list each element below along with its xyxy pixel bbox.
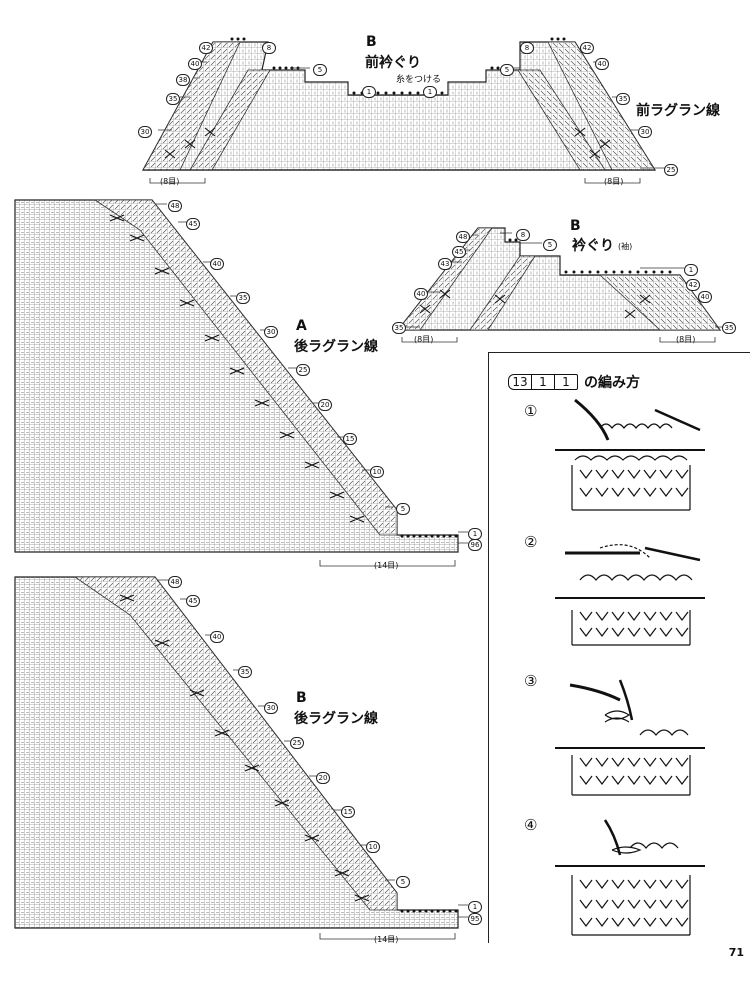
row-bubble: 48: [456, 231, 470, 243]
row-bubble: 40: [210, 631, 224, 643]
width-top-left: (8目): [160, 177, 180, 186]
page-number: 71: [728, 946, 744, 959]
step-1-number: ①: [524, 402, 538, 420]
row-bubble: 40: [188, 58, 202, 70]
instruction-panel: [488, 352, 750, 943]
row-bubble: 10: [366, 841, 380, 853]
row-bubble: 1: [468, 528, 482, 540]
row-bubble: 5: [543, 239, 557, 251]
width-mid-right: (8目): [676, 335, 696, 344]
row-bubble: 35: [238, 666, 252, 678]
row-bubble: 35: [722, 322, 736, 334]
row-bubble: 25: [664, 164, 678, 176]
row-bubble: 20: [318, 399, 332, 411]
instruction-title: の編み方: [584, 375, 640, 391]
row-bubble: 1: [362, 86, 376, 98]
row-bubble: 8: [262, 42, 276, 54]
row-bubble: 1: [684, 264, 698, 276]
row-bubble: 15: [343, 433, 357, 445]
row-bubble: 25: [296, 364, 310, 376]
row-bubble: 5: [396, 503, 410, 515]
back-raglan-chart-a: [14, 199, 459, 567]
row-bubble: 8: [520, 42, 534, 54]
row-bubble: 42: [580, 42, 594, 54]
row-bubble: 45: [186, 218, 200, 230]
back-raglan-chart-b: [14, 576, 459, 940]
row-bubble: 25: [290, 737, 304, 749]
back-raglan-a-letter: A: [296, 318, 307, 334]
row-bubble: 45: [186, 595, 200, 607]
symbol-cell-1: 13: [509, 375, 532, 389]
back-raglan-a-title: 後ラグラン線: [294, 339, 378, 355]
row-bubble: 40: [414, 288, 428, 300]
row-bubble: 1: [468, 901, 482, 913]
row-bubble: 20: [316, 772, 330, 784]
row-bubble: 48: [168, 200, 182, 212]
row-bubble: 38: [176, 74, 190, 86]
row-bubble: 42: [199, 42, 213, 54]
row-bubble: 30: [264, 326, 278, 338]
symbol-cell-3: 1: [562, 375, 570, 389]
back-raglan-b-title: 後ラグラン線: [294, 711, 378, 727]
back-raglan-b-letter: B: [296, 690, 307, 706]
width-mid-left: (8目): [414, 335, 434, 344]
sleeve-neckline-chart: [396, 227, 722, 343]
width-a-bottom: (14目): [374, 561, 399, 570]
step2-illustration: [555, 544, 705, 646]
step-3-number: ③: [524, 672, 538, 690]
row-bubble: 45: [452, 246, 466, 258]
row-bubble: 35: [236, 292, 250, 304]
front-raglan-title: 前ラグラン線: [636, 103, 720, 119]
row-bubble: 1: [423, 86, 437, 98]
step3-illustration: [555, 679, 705, 796]
row-bubble: 35: [392, 322, 406, 334]
step-2-number: ②: [524, 533, 538, 551]
row-bubble: 35: [166, 93, 180, 105]
front-neckline-chart: [141, 37, 657, 184]
symbol-cell-2: 1: [532, 375, 555, 389]
row-bubble: 15: [341, 806, 355, 818]
row-bubble: 30: [138, 126, 152, 138]
front-neck-letter: B: [366, 34, 377, 50]
row-bubble: 8: [516, 229, 530, 241]
attach-yarn-note: 糸をつける: [396, 75, 442, 85]
row-bubble: 40: [595, 58, 609, 70]
row-bubble: 5: [396, 876, 410, 888]
instruction-title-row: 13 1 1 の編み方: [508, 372, 640, 392]
row-bubble: 5: [313, 64, 327, 76]
leader-lines: [155, 45, 723, 918]
row-bubble: 40: [698, 291, 712, 303]
row-bubble: 48: [168, 576, 182, 588]
row-bubble: 43: [438, 258, 452, 270]
step1-illustration: [555, 398, 705, 511]
row-bubble: 96: [468, 539, 482, 551]
sleeve-neck-sub: (袖): [618, 242, 633, 251]
symbol-box: 13 1 1: [508, 374, 578, 390]
step-4-number: ④: [524, 816, 538, 834]
row-bubble: 40: [210, 258, 224, 270]
row-bubble: 30: [638, 126, 652, 138]
row-bubble: 95: [468, 913, 482, 925]
front-neck-title: 前衿ぐり: [365, 55, 421, 71]
row-bubble: 10: [370, 466, 384, 478]
step4-illustration: [555, 819, 705, 936]
sleeve-neck-title: 衿ぐり: [572, 238, 614, 254]
width-b-bottom: (14目): [374, 935, 399, 944]
row-bubble: 30: [264, 702, 278, 714]
row-bubble: 35: [616, 93, 630, 105]
width-top-right: (8目): [604, 177, 624, 186]
row-bubble: 42: [686, 279, 700, 291]
sleeve-neck-letter: B: [570, 218, 581, 234]
row-bubble: 5: [500, 64, 514, 76]
